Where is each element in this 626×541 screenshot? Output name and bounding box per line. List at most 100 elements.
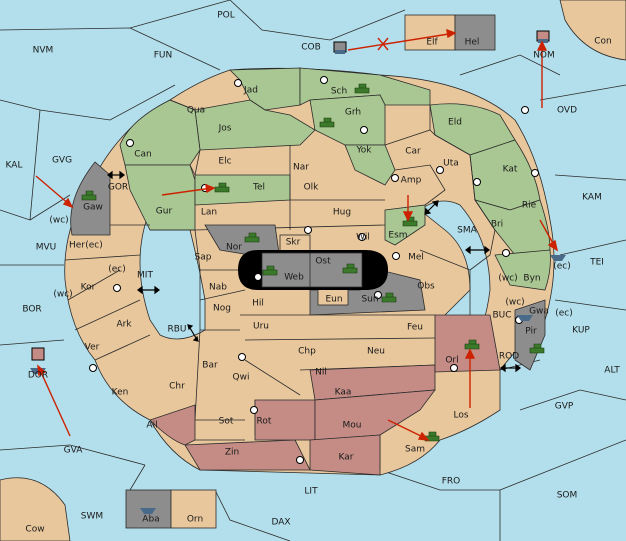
label-rod: ROD <box>498 351 520 362</box>
label-alt: ALT <box>604 365 620 376</box>
unit-tank-nor[interactable] <box>244 232 260 243</box>
unit-tank-tel[interactable] <box>214 182 230 193</box>
territory-zin[interactable] <box>184 439 311 471</box>
territory-can[interactable] <box>119 99 201 166</box>
label-gvp: GVP <box>554 401 574 412</box>
label-gvg: GVG <box>51 155 73 166</box>
label-kal: KAL <box>5 160 23 171</box>
label-nar: Nar <box>293 162 309 173</box>
label-tei: TEI <box>590 257 604 268</box>
label-yok: Yok <box>356 145 372 156</box>
label-ec3: (ec) <box>553 261 571 272</box>
label-mou: Mou <box>342 420 362 431</box>
label-ail: Ail <box>146 420 158 431</box>
label-feu: Feu <box>407 322 423 333</box>
territory-con[interactable] <box>559 0 626 61</box>
unit-tank-sch[interactable] <box>354 83 370 94</box>
label-bri: Bri <box>490 219 504 230</box>
label-cow: Cow <box>25 524 45 535</box>
label-wil: Wil <box>356 232 370 243</box>
unit-tank-orl[interactable] <box>464 339 480 350</box>
territory-web-ost[interactable] <box>261 252 363 288</box>
label-gwa: Gwa <box>529 306 549 317</box>
label-wc1: (wc) <box>49 215 69 226</box>
label-obs: Obs <box>417 281 435 292</box>
order-arrows <box>35 28 559 441</box>
connection-arrows <box>107 170 521 373</box>
label-sap: Sap <box>194 252 212 263</box>
label-zin: Zin <box>224 447 240 458</box>
label-wc2: (wc) <box>53 289 73 300</box>
label-gva: GVA <box>63 445 83 456</box>
label-pol: POL <box>217 10 235 21</box>
territory-orn[interactable] <box>170 489 217 529</box>
label-fro: FRO <box>441 476 461 487</box>
label-mel: Mel <box>408 252 424 263</box>
label-esm: Esm <box>388 230 408 241</box>
label-qwi: Qwi <box>232 372 250 383</box>
territory-byn[interactable] <box>494 249 551 291</box>
territory-mou[interactable] <box>314 389 436 441</box>
unit-tank-pir[interactable] <box>529 343 545 354</box>
unit-fleet-byn[interactable] <box>550 255 566 261</box>
territory-hel[interactable] <box>454 14 496 51</box>
label-kat: Kat <box>502 164 518 175</box>
unit-tank-grh[interactable] <box>319 117 335 128</box>
label-sam: Sam <box>405 444 425 455</box>
label-sch: Sch <box>330 86 348 97</box>
label-skr: Skr <box>285 237 301 248</box>
territory-jos[interactable] <box>194 99 316 151</box>
label-qua: Qua <box>186 105 206 116</box>
unit-army-nom[interactable] <box>536 30 550 43</box>
label-lan: Lan <box>200 207 218 218</box>
label-ark: Ark <box>116 319 132 330</box>
label-mit: MIT <box>137 270 153 281</box>
label-neu: Neu <box>367 346 385 357</box>
label-fun: FUN <box>153 50 173 61</box>
label-wc3: (wc) <box>498 273 518 284</box>
label-con: Con <box>594 36 612 47</box>
label-amp: Amp <box>400 175 422 186</box>
unit-fleet-gwa[interactable] <box>517 315 533 321</box>
units <box>30 30 566 514</box>
label-rbu: RBU <box>167 324 187 335</box>
label-sun: Sun <box>361 294 379 305</box>
label-pir: Pir <box>525 326 537 337</box>
label-nvm: NVM <box>32 45 54 56</box>
territory-kar[interactable] <box>309 434 381 476</box>
label-rot: Rot <box>256 416 272 427</box>
unit-tank-web[interactable] <box>262 265 278 276</box>
fleets <box>140 255 566 514</box>
unit-tank-ost[interactable] <box>342 263 358 274</box>
label-tel: Tel <box>252 182 266 193</box>
label-dor: DOR <box>27 370 49 381</box>
unit-army-cob[interactable] <box>333 41 347 54</box>
label-nab: Nab <box>209 282 227 293</box>
label-som: SOM <box>556 490 578 501</box>
label-kam: KAM <box>582 192 602 203</box>
unit-tank-gaw[interactable] <box>81 190 97 201</box>
unit-tank-esm[interactable] <box>402 216 418 227</box>
label-orl: Orl <box>445 355 459 366</box>
label-ken: Ken <box>111 387 129 398</box>
label-ost: Ost <box>315 256 331 267</box>
territory-orl[interactable] <box>434 314 501 373</box>
label-elf: Elf <box>426 37 438 48</box>
label-hug: Hug <box>332 207 352 218</box>
territory-cow[interactable] <box>0 477 71 541</box>
unit-fleet-aba[interactable] <box>140 508 156 514</box>
territory-yok[interactable] <box>344 144 396 186</box>
label-gor: GOR <box>107 182 129 193</box>
unit-tank-sun[interactable] <box>381 292 397 303</box>
label-bor: BOR <box>22 304 42 315</box>
label-cob: COB <box>301 42 321 53</box>
label-kup: KUP <box>572 325 590 336</box>
label-ver: Ver <box>84 342 100 353</box>
label-chr: Chr <box>169 381 185 392</box>
label-chp: Chp <box>298 346 316 357</box>
territory-ail[interactable] <box>149 404 196 446</box>
label-nom: NOM <box>533 50 555 61</box>
label-jad: Jad <box>244 85 258 96</box>
